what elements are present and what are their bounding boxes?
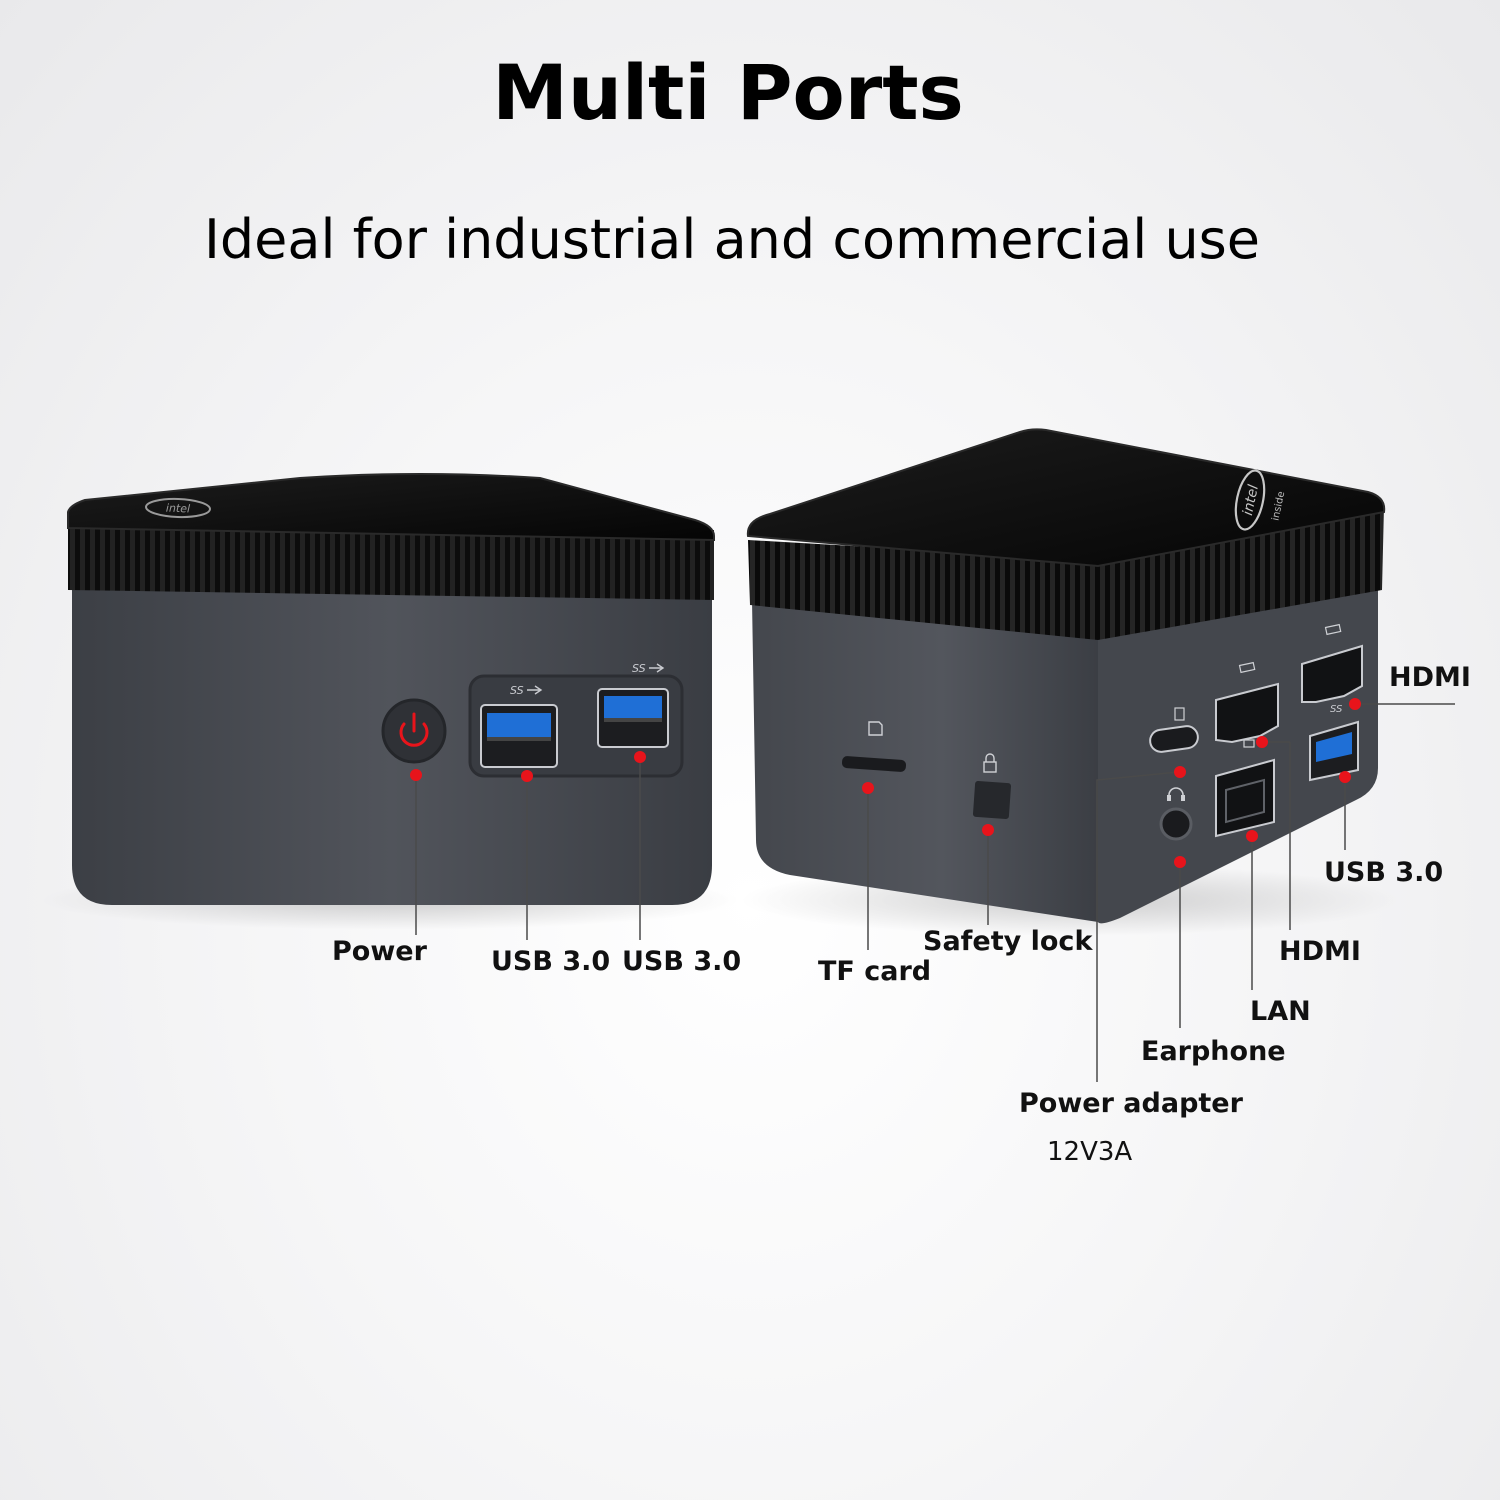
safety-lock-slot[interactable]: [972, 780, 1012, 820]
back-intel-logo: intel inside: [1234, 469, 1287, 531]
marker-usb-back: [1339, 771, 1351, 783]
callout-lines: [415, 703, 1455, 1082]
marker-tf-card: [862, 782, 874, 794]
svg-text:SS: SS: [632, 662, 646, 675]
label-hdmi-1: HDMI: [1279, 936, 1361, 967]
label-power: Power: [332, 936, 427, 967]
label-hdmi-2: HDMI: [1389, 662, 1471, 693]
back-device-vents-right: [1098, 506, 1384, 640]
marker-earphone: [1174, 856, 1186, 868]
page-title: Multi Ports: [492, 48, 964, 137]
marker-safety-lock: [982, 824, 994, 836]
label-tf-card: TF card: [818, 956, 932, 987]
usb-ss-icon: SS: [632, 662, 665, 675]
lock-icon: [983, 753, 997, 773]
marker-hdmi-2: [1349, 698, 1361, 710]
back-device-vents-left: [748, 540, 1098, 640]
front-usb-port-1[interactable]: [480, 704, 558, 768]
usb-ss-icon: SS: [1330, 704, 1343, 715]
front-device-top: [67, 473, 715, 542]
svg-text:SS: SS: [1330, 704, 1343, 715]
marker-hdmi-1: [1256, 736, 1268, 748]
marker-power-adapter: [1174, 766, 1186, 778]
svg-text:SS: SS: [510, 684, 524, 697]
usb-ss-icon: SS: [510, 684, 543, 697]
headphone-icon: [1167, 787, 1185, 801]
label-usb-back: USB 3.0: [1324, 857, 1444, 888]
usb-c-icon: [1174, 707, 1185, 721]
hdmi-icon: [1324, 623, 1342, 636]
label-lan: LAN: [1250, 996, 1311, 1027]
marker-power: [410, 769, 422, 781]
power-icon: [399, 712, 429, 747]
label-usb-front-1: USB 3.0: [491, 946, 611, 977]
network-icon: [1243, 739, 1255, 748]
page-subtitle: Ideal for industrial and commercial use: [203, 208, 1261, 271]
lan-port-inner: [1225, 778, 1265, 824]
marker-usb-front-1: [521, 770, 533, 782]
svg-text:intel: intel: [166, 502, 191, 516]
label-usb-front-2: USB 3.0: [622, 946, 742, 977]
front-device-vents: [68, 520, 714, 600]
hdmi-port-1[interactable]: [1215, 682, 1279, 744]
back-device: intel inside: [740, 428, 1400, 936]
tf-card-slot[interactable]: [841, 756, 907, 772]
front-usb-port-2[interactable]: [597, 688, 669, 748]
marker-usb-front-2: [634, 751, 646, 763]
earphone-jack[interactable]: [1159, 807, 1193, 841]
hdmi-icon: [1238, 661, 1256, 674]
label-power-adapter: Power adapter: [1019, 1088, 1243, 1119]
sd-card-icon: [868, 721, 883, 736]
front-device: intel SS SS: [40, 473, 740, 930]
label-power-adapter-spec: 12V3A: [1047, 1137, 1133, 1167]
intel-brand-text: intel: [1240, 483, 1262, 517]
usb-c-port[interactable]: [1149, 725, 1200, 753]
front-intel-logo: intel: [145, 497, 211, 519]
hdmi-port-2[interactable]: [1301, 644, 1363, 703]
lan-port[interactable]: [1215, 758, 1275, 838]
back-device-left-face: [752, 600, 1098, 922]
label-earphone: Earphone: [1141, 1036, 1286, 1067]
back-device-top: [746, 428, 1386, 568]
callout-markers: [410, 698, 1361, 868]
marker-lan: [1246, 830, 1258, 842]
label-safety-lock: Safety lock: [923, 926, 1093, 957]
back-usb-port[interactable]: [1309, 720, 1359, 782]
